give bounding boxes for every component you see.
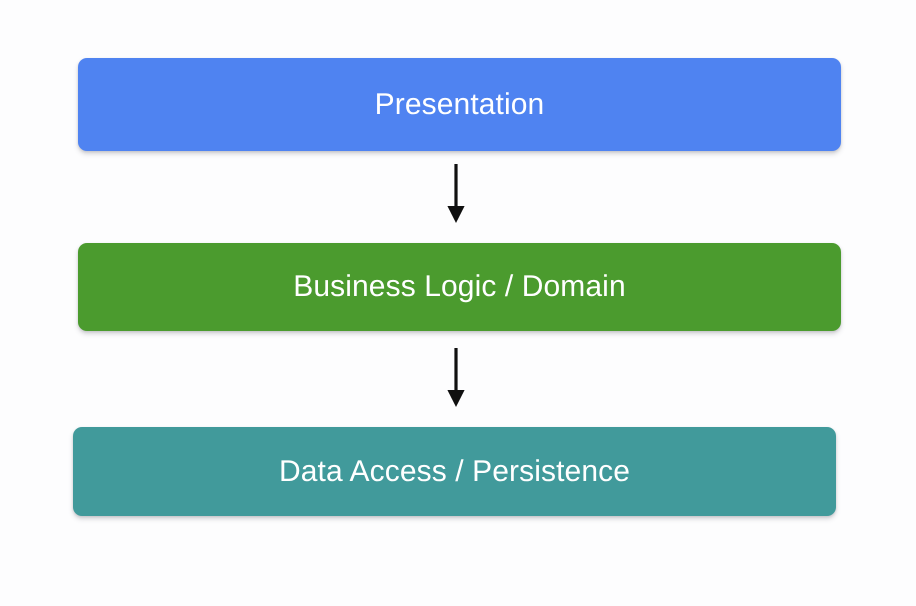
layer-label-presentation: Presentation [374,87,545,121]
arrow-presentation-to-business [446,164,466,224]
layer-label-business-logic: Business Logic / Domain [293,270,626,303]
arrow-down-icon [447,348,465,407]
arrow-down-icon [447,164,465,223]
layer-box-data-access[interactable]: Data Access / Persistence [73,427,836,516]
layer-box-business-logic[interactable]: Business Logic / Domain [78,243,841,331]
layer-box-presentation[interactable]: Presentation [78,58,841,151]
layer-label-data-access: Data Access / Persistence [279,454,630,488]
arrow-business-to-data [446,348,466,408]
